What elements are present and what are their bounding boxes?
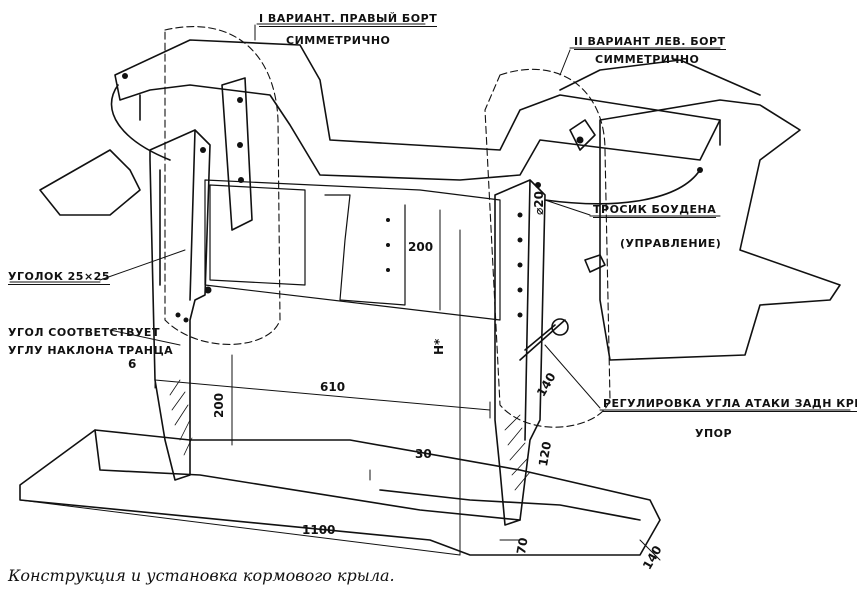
transom-angle-label-1: УГОЛ СООТВЕТСТВУЕТ xyxy=(8,326,160,339)
dim-30: 30 xyxy=(415,447,432,461)
dim-70: 70 xyxy=(514,536,531,556)
dim-h-star: H* xyxy=(432,338,446,355)
variant1-label: I ВАРИАНТ. ПРАВЫЙ БОРТ xyxy=(259,12,438,27)
transom-angle-label-2: УГЛУ НАКЛОНА ТРАНЦА xyxy=(8,344,174,357)
hull-left xyxy=(39,149,141,216)
hull-right xyxy=(599,99,841,361)
dimension-lines xyxy=(19,209,661,561)
dim-1100: 1100 xyxy=(302,523,336,537)
dim-200-upper: 200 xyxy=(408,240,434,254)
figure-caption: Конструкция и установка кормового крыла. xyxy=(8,566,395,585)
bolt-holes xyxy=(122,73,703,323)
bowden-control-label: (УПРАВЛЕНИЕ) xyxy=(620,237,722,250)
dim-6: 6 xyxy=(128,357,137,371)
angle-bracket-label: УГОЛОК 25×25 xyxy=(8,270,110,285)
dim-200-lower: 200 xyxy=(212,392,226,418)
left-strut xyxy=(149,129,211,481)
transom-plate xyxy=(204,179,501,321)
dim-610: 610 xyxy=(320,380,346,394)
adjust-screw xyxy=(519,319,566,361)
variant2-sub-label: СИММЕТРИЧНО xyxy=(595,53,700,66)
stop-label: УПОР xyxy=(695,427,733,440)
variant1-sub-label: СИММЕТРИЧНО xyxy=(286,34,391,47)
transom-frame xyxy=(114,39,721,181)
foil xyxy=(19,429,661,556)
variant2-label: II ВАРИАНТ ЛЕВ. БОРТ xyxy=(574,35,726,50)
bowden-cable-label: ТРОСИК БОУДЕНА xyxy=(593,203,717,218)
attack-angle-adjust-label: РЕГУЛИРОВКА УГЛА АТАКИ ЗАДН КРЫЛА xyxy=(603,397,857,412)
dim-diameter-20: ⌀20 xyxy=(532,191,546,215)
